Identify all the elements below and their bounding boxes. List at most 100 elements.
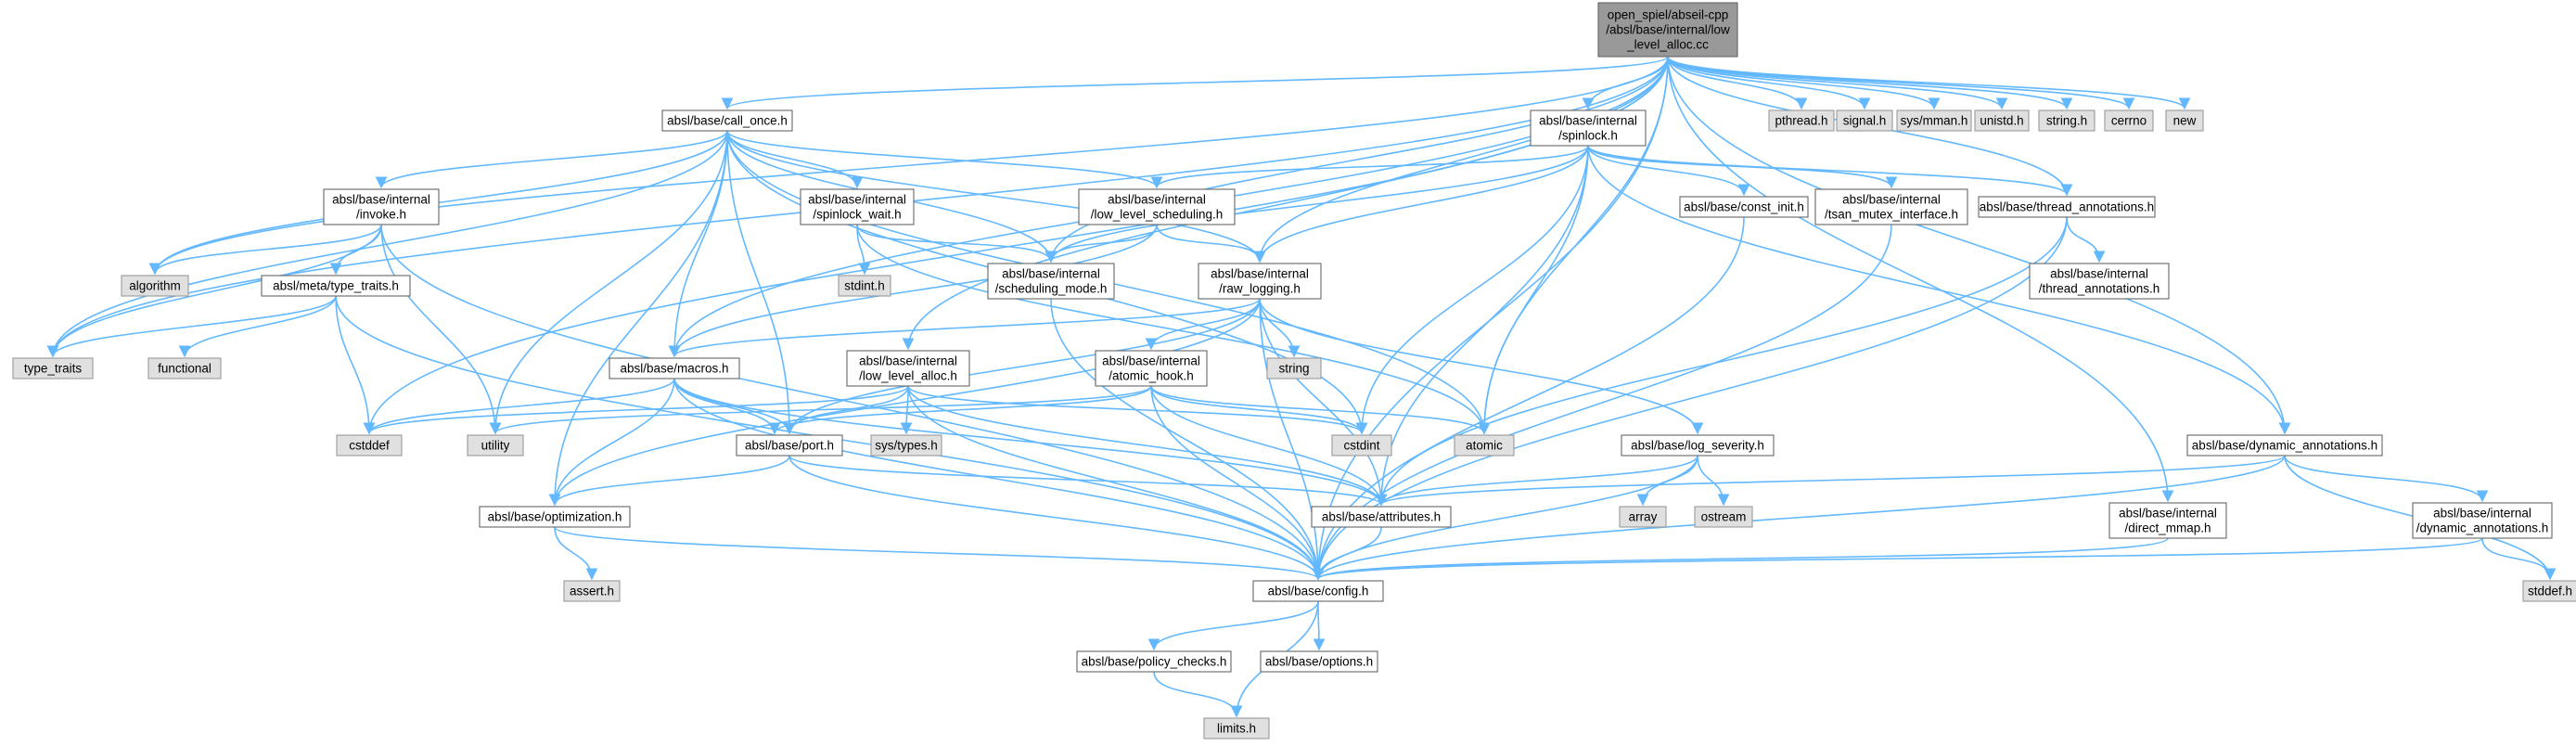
node-thread-annotations[interactable]: absl/base/thread_annotations.h <box>1978 196 2156 218</box>
node-policy-checks[interactable]: absl/base/policy_checks.h <box>1076 650 1232 673</box>
node-label: absl/base/internal <box>1842 193 1941 207</box>
node-label: /low_level_scheduling.h <box>1091 208 1224 222</box>
edge-spinlock_wait-to-scheduling_mode <box>856 224 1057 264</box>
edge-call_once-to-utility <box>489 130 728 435</box>
edge-log_severity-to-attributes <box>1375 455 1698 507</box>
edge-macros-to-optimization <box>548 378 675 507</box>
edge-optimization-to-asserth <box>554 526 598 581</box>
node-box <box>2104 109 2154 132</box>
edge-invoke-to-type_traits <box>46 224 382 358</box>
edge-root-to-stringh <box>1667 56 2073 110</box>
edge-call_once-to-port <box>726 130 796 435</box>
edge-raw_logging-to-atomic_hook <box>1145 298 1261 351</box>
edge-root-to-low_level_alloc <box>902 56 1669 351</box>
node-box <box>661 109 793 132</box>
node-stringh: string.h <box>2038 109 2095 132</box>
node-label: /atomic_hook.h <box>1109 369 1194 383</box>
edge-root-to-algorithm <box>148 56 1669 276</box>
node-label: absl/base/internal <box>332 193 430 207</box>
node-cstdint: cstdint <box>1331 434 1392 457</box>
node-type-traits-meta[interactable]: absl/meta/type_traits.h <box>261 275 411 297</box>
node-low-level-alloc[interactable]: absl/base/internal/low_level_alloc.h <box>846 350 970 387</box>
node-box <box>1530 109 1647 147</box>
node-box <box>261 275 411 297</box>
edge-root-to-unistd <box>1667 56 2008 110</box>
node-dynamic-annotations[interactable]: absl/base/dynamic_annotations.h <box>2186 434 2383 457</box>
edge-spinlock-to-raw_logging <box>1253 145 1589 264</box>
node-attributes[interactable]: absl/base/attributes.h <box>1311 506 1452 528</box>
node-macros[interactable]: absl/base/macros.h <box>609 357 740 379</box>
node-low-level-scheduling[interactable]: absl/base/internal/low_level_scheduling.… <box>1078 188 1236 225</box>
node-label: absl/base/options.h <box>1265 655 1373 669</box>
node-box <box>1076 650 1232 673</box>
node-options[interactable]: absl/base/options.h <box>1260 650 1378 673</box>
node-label: algorithm <box>129 279 181 293</box>
node-call-once[interactable]: absl/base/call_once.h <box>661 109 793 132</box>
node-log-severity[interactable]: absl/base/log_severity.h <box>1621 434 1775 457</box>
node-internal-thread-annotations[interactable]: absl/base/internal/thread_annotations.h <box>2029 263 2170 300</box>
node-stddef: stddef.h <box>2522 580 2576 602</box>
node-box <box>1095 350 1208 387</box>
node-box <box>1814 188 1968 225</box>
node-scheduling-mode[interactable]: absl/base/internal/scheduling_mode.h <box>987 263 1115 300</box>
edge-root-to-sysmman <box>1667 56 1941 110</box>
node-box <box>1266 357 1322 379</box>
node-raw-logging[interactable]: absl/base/internal/raw_logging.h <box>1198 263 1322 300</box>
node-label: absl/base/internal <box>2119 507 2217 521</box>
node-label: absl/base/internal <box>859 354 957 368</box>
node-box <box>121 275 189 297</box>
node-label: cerrno <box>2111 114 2147 128</box>
node-const-init[interactable]: absl/base/const_init.h <box>1679 196 1809 218</box>
node-port[interactable]: absl/base/port.h <box>736 434 843 457</box>
edge-direct_mmap-to-config <box>1312 537 2169 581</box>
node-label: absl/base/dynamic_annotations.h <box>2192 439 2377 453</box>
node-cerrno: cerrno <box>2104 109 2154 132</box>
node-label: stdint.h <box>844 279 885 293</box>
node-label: absl/base/internal <box>1002 267 1100 281</box>
node-functional: functional <box>147 357 222 379</box>
edge-root-to-new <box>1667 56 2191 110</box>
node-root[interactable]: open_spiel/abseil-cpp/absl/base/internal… <box>1597 2 1738 58</box>
node-new: new <box>2165 109 2204 132</box>
edge-atomic_hook-to-config <box>1150 385 1325 581</box>
edge-invoke-to-config <box>380 224 1325 581</box>
edge-dynamic_annotations-to-attributes <box>1375 455 2286 507</box>
edge-low_level_scheduling-to-raw_logging <box>1156 224 1266 264</box>
node-box <box>1619 506 1667 528</box>
edge-raw_logging-to-attributes <box>1259 298 1388 507</box>
node-internal-dynamic-annotations[interactable]: absl/base/internal/dynamic_annotations.h <box>2412 502 2553 539</box>
node-label: /scheduling_mode.h <box>995 282 1108 296</box>
node-label: /invoke.h <box>356 208 406 222</box>
node-label: _level_alloc.cc <box>1626 38 1709 52</box>
node-label: limits.h <box>1217 722 1256 736</box>
node-label: utility <box>481 439 510 453</box>
edge-spinlock-to-dynamic_annotations <box>1587 145 2291 435</box>
node-box <box>987 263 1115 300</box>
edge-spinlock-to-attributes <box>1375 145 1589 507</box>
node-label: absl/base/macros.h <box>620 362 728 376</box>
node-atomic-hook[interactable]: absl/base/internal/atomic_hook.h <box>1095 350 1208 387</box>
edge-raw_logging-to-macros <box>668 298 1261 358</box>
edge-spinlock-to-const_init <box>1587 145 1750 197</box>
node-spinlock[interactable]: absl/base/internal/spinlock.h <box>1530 109 1647 147</box>
node-label: absl/base/thread_annotations.h <box>1980 200 2154 214</box>
node-string: string <box>1266 357 1322 379</box>
node-box <box>1978 196 2156 218</box>
edge-optimization-to-config <box>554 526 1325 581</box>
edge-low_level_alloc-to-config <box>907 385 1325 581</box>
node-direct-mmap[interactable]: absl/base/internal/direct_mmap.h <box>2108 502 2227 539</box>
edge-call_once-to-spinlock_wait <box>726 130 864 189</box>
edge-atomic_hook-to-attributes <box>1150 385 1388 507</box>
node-sysmman: sys/mman.h <box>1896 109 1972 132</box>
node-box <box>1621 434 1775 457</box>
node-invoke[interactable]: absl/base/internal/invoke.h <box>323 188 440 225</box>
node-label: functional <box>158 362 211 376</box>
node-box <box>336 434 403 457</box>
node-config[interactable]: absl/base/config.h <box>1252 580 1384 602</box>
node-optimization[interactable]: absl/base/optimization.h <box>479 506 631 528</box>
node-label: string.h <box>2046 114 2087 128</box>
node-spinlock-wait[interactable]: absl/base/internal/spinlock_wait.h <box>800 188 915 225</box>
node-box <box>1311 506 1452 528</box>
node-signal: signal.h <box>1836 109 1893 132</box>
node-tsan-mutex[interactable]: absl/base/internal/tsan_mutex_interface.… <box>1814 188 1968 225</box>
